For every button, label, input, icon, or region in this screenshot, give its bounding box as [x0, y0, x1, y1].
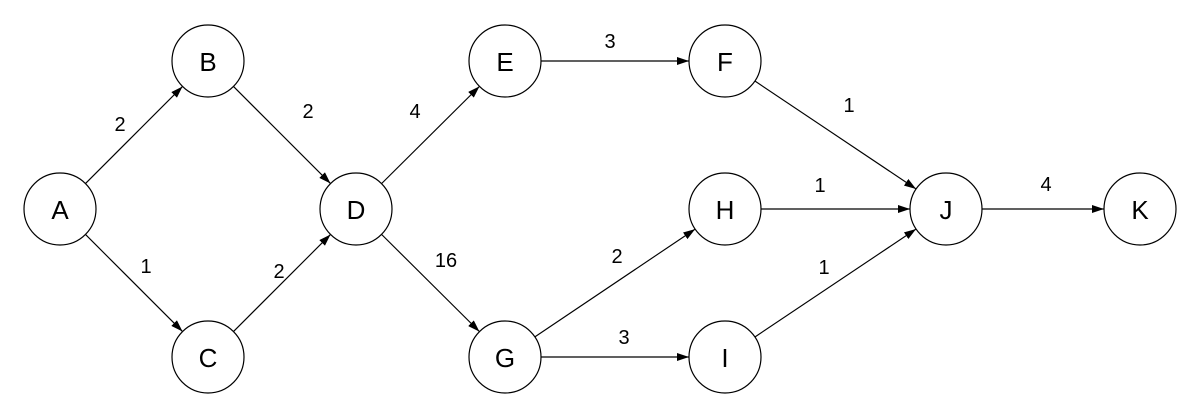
node-h: H	[688, 172, 762, 246]
edge-weight-d-e: 4	[409, 101, 420, 123]
edge-g-h	[534, 228, 696, 338]
node-circle-b	[171, 24, 245, 98]
node-circle-f	[688, 24, 762, 98]
node-circle-g	[468, 320, 542, 394]
edge-c-d	[233, 234, 331, 332]
edge-weight-b-d: 2	[302, 101, 313, 123]
node-label-c: C	[199, 343, 218, 373]
node-label-k: K	[1131, 195, 1149, 225]
edge-weight-i-j: 1	[818, 257, 829, 279]
node-circle-d	[319, 172, 393, 246]
edge-a-b	[85, 86, 183, 184]
node-circle-i	[688, 320, 762, 394]
node-e: E	[468, 24, 542, 98]
node-label-j: J	[940, 195, 953, 225]
node-k: K	[1103, 172, 1177, 246]
node-circle-h	[688, 172, 762, 246]
edge-weight-a-b: 2	[114, 114, 125, 136]
node-label-b: B	[199, 47, 216, 77]
node-circle-j	[909, 172, 983, 246]
node-label-i: I	[721, 343, 728, 373]
node-label-h: H	[716, 195, 735, 225]
node-circle-c	[171, 320, 245, 394]
edge-weights-layer: 2 1 2 2 4 16 3 1 2 3 1 1 4	[114, 31, 1051, 349]
node-label-g: G	[495, 343, 515, 373]
edge-weight-h-j: 1	[814, 175, 825, 197]
node-a: A	[23, 172, 97, 246]
edge-weight-c-d: 2	[273, 261, 284, 283]
node-g: G	[468, 320, 542, 394]
node-d: D	[319, 172, 393, 246]
node-label-a: A	[51, 195, 69, 225]
node-i: I	[688, 320, 762, 394]
node-c: C	[171, 320, 245, 394]
edge-weight-g-h: 2	[611, 246, 622, 268]
edge-weight-f-j: 1	[843, 95, 854, 117]
node-circle-e	[468, 24, 542, 98]
node-label-e: E	[496, 47, 513, 77]
edge-b-d	[233, 86, 331, 184]
edge-weight-d-g: 16	[435, 250, 457, 272]
node-circle-a	[23, 172, 97, 246]
edge-weight-g-i: 3	[618, 327, 629, 349]
edge-a-c	[85, 234, 183, 332]
edges-layer	[85, 57, 1104, 361]
nodes-layer: A B C D E F G H I J K	[23, 24, 1177, 394]
edge-weight-a-c: 1	[140, 256, 151, 278]
edge-d-e	[381, 85, 480, 185]
edge-weight-e-f: 3	[604, 31, 615, 53]
node-label-f: F	[717, 47, 733, 77]
node-circle-k	[1103, 172, 1177, 246]
edge-d-g	[381, 233, 480, 333]
node-f: F	[688, 24, 762, 98]
edge-i-j	[754, 228, 917, 338]
edge-weight-j-k: 4	[1040, 174, 1051, 196]
node-b: B	[171, 24, 245, 98]
edge-f-j	[754, 80, 917, 190]
node-label-d: D	[347, 195, 366, 225]
node-j: J	[909, 172, 983, 246]
